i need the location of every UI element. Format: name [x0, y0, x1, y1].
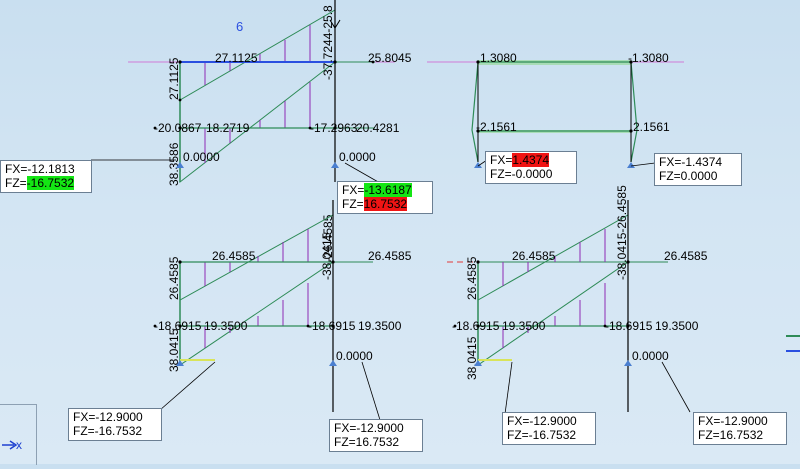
leader-line [504, 361, 513, 415]
top-vertical-label: -38.0415-26.4585 [615, 185, 629, 280]
reaction-box-2[interactable]: FX=-13.6187 FZ=16.7532 [337, 181, 433, 214]
reaction-box-4[interactable]: FX=-1.4374 FZ=0.0000 [654, 153, 742, 186]
frame-top-left[interactable]: 6 27.1125 25.8045 27.1125 -37.7244-25.8 … [91, 0, 412, 262]
reaction-box-7[interactable]: FX=-12.9000 FZ=-16.7532 [502, 412, 596, 445]
mid-left-label: 19.3500 [204, 319, 248, 333]
mid-left-label: -2.1561 [476, 120, 517, 134]
mid-right-label: 19.3500 [655, 319, 699, 333]
reaction-box-5[interactable]: FX=-12.9000 FZ=-16.7532 [68, 408, 162, 441]
right-column[interactable] [630, 61, 638, 163]
moment-diagram-top [179, 9, 336, 101]
reaction-box-3[interactable]: FX=1.4374 FZ=-0.0000 [485, 151, 577, 184]
leader-line [159, 361, 216, 411]
base-left-vertical-label: 38.3586 [167, 142, 181, 186]
nodes [153, 60, 375, 130]
nodes [153, 260, 335, 328]
member-number-marker: 6 [236, 19, 243, 34]
diagram-hatch [502, 229, 606, 348]
base-right-label: 0.0000 [336, 349, 373, 363]
mid-right-label: 20.4281 [356, 121, 400, 135]
legend-line-blue [786, 350, 800, 352]
axis-orientation-widget[interactable]: x [0, 404, 37, 465]
base-left-label: 0.0000 [183, 150, 220, 164]
frame-bottom-left[interactable]: 26.4585 26.4585 26.4585 -38.0415 -18.691… [153, 200, 412, 421]
column-vertical-label: -38.0415 [320, 232, 334, 280]
mid-vertical-label: -26.4585 [321, 214, 335, 262]
leader-line [630, 162, 656, 167]
support-icon [474, 360, 632, 366]
left-vertical-label: 26.4585 [167, 256, 181, 300]
mid-left-node-label: -18.6915 [154, 319, 202, 333]
support-icon [176, 360, 337, 366]
top-right-label: -1.3080 [628, 51, 669, 65]
mid-left-node-label: -20.0867 [154, 121, 202, 135]
legend-line-green [786, 335, 800, 337]
frame-bottom-right[interactable]: 26.4585 26.4585 26.4585 -38.0415-26.4585… [447, 185, 708, 415]
reaction-box-1[interactable]: FX=-12.1813 FZ=-16.7532 [0, 160, 92, 193]
arrow-icon [329, 19, 341, 29]
support-icon [176, 162, 339, 168]
top-left-label: 1.3080 [480, 51, 517, 65]
left-vertical-label: 26.4585 [465, 256, 479, 300]
mid-left-label: 19.3500 [502, 319, 546, 333]
reaction-box-8[interactable]: FX=-12.9000 FZ=16.7532 [693, 412, 787, 445]
mid-right-node-label: -18.6915 [605, 319, 653, 333]
mid-left-node-label: -18.6915 [452, 319, 500, 333]
frame-top-right[interactable]: 1.3080 -1.3080 -2.1561 2.1561 [427, 51, 684, 168]
left-column[interactable] [471, 61, 479, 163]
beam-value-label: 27.1125 [215, 51, 258, 65]
leader-line [661, 361, 691, 413]
left-vertical-label: 27.1125 [167, 57, 181, 100]
mid-right-label: 2.1561 [633, 120, 670, 134]
mid-right-node-label: -18.6915 [308, 319, 356, 333]
base-left-vertical-label: 38.0415 [465, 336, 479, 380]
beam-right-label: 26.4585 [368, 249, 412, 263]
top-vertical-label: -37.7244-25.8 [321, 5, 335, 80]
mid-right-label: 19.3500 [358, 319, 402, 333]
axis-arrow-icon [2, 440, 18, 450]
nodes [476, 60, 633, 133]
beam-center-label: 26.4585 [212, 249, 256, 263]
moment-diagram-top [179, 214, 334, 301]
leader-line [361, 361, 381, 421]
support-icon [474, 162, 635, 168]
nodes [453, 260, 630, 328]
beam-right-label: 25.8045 [368, 51, 412, 65]
reaction-box-6[interactable]: FX=-12.9000 FZ=16.7532 [329, 419, 423, 452]
mid-right-node-label: -17.2963 [310, 121, 358, 135]
beam-center-label: 26.4585 [512, 249, 556, 263]
moment-diagram-bottom [179, 261, 334, 366]
base-right-label: 0.0000 [339, 150, 376, 164]
diagram-hatch [204, 25, 311, 163]
axis-x-label: x [16, 438, 22, 452]
mid-left-label: 18.2719 [206, 121, 250, 135]
base-left-vertical-label: 38.0415 [167, 328, 181, 372]
diagram-hatch [204, 229, 309, 348]
leader-line [344, 162, 381, 184]
beam-right-label: 26.4585 [664, 249, 708, 263]
base-right-label: 0.0000 [632, 349, 669, 363]
